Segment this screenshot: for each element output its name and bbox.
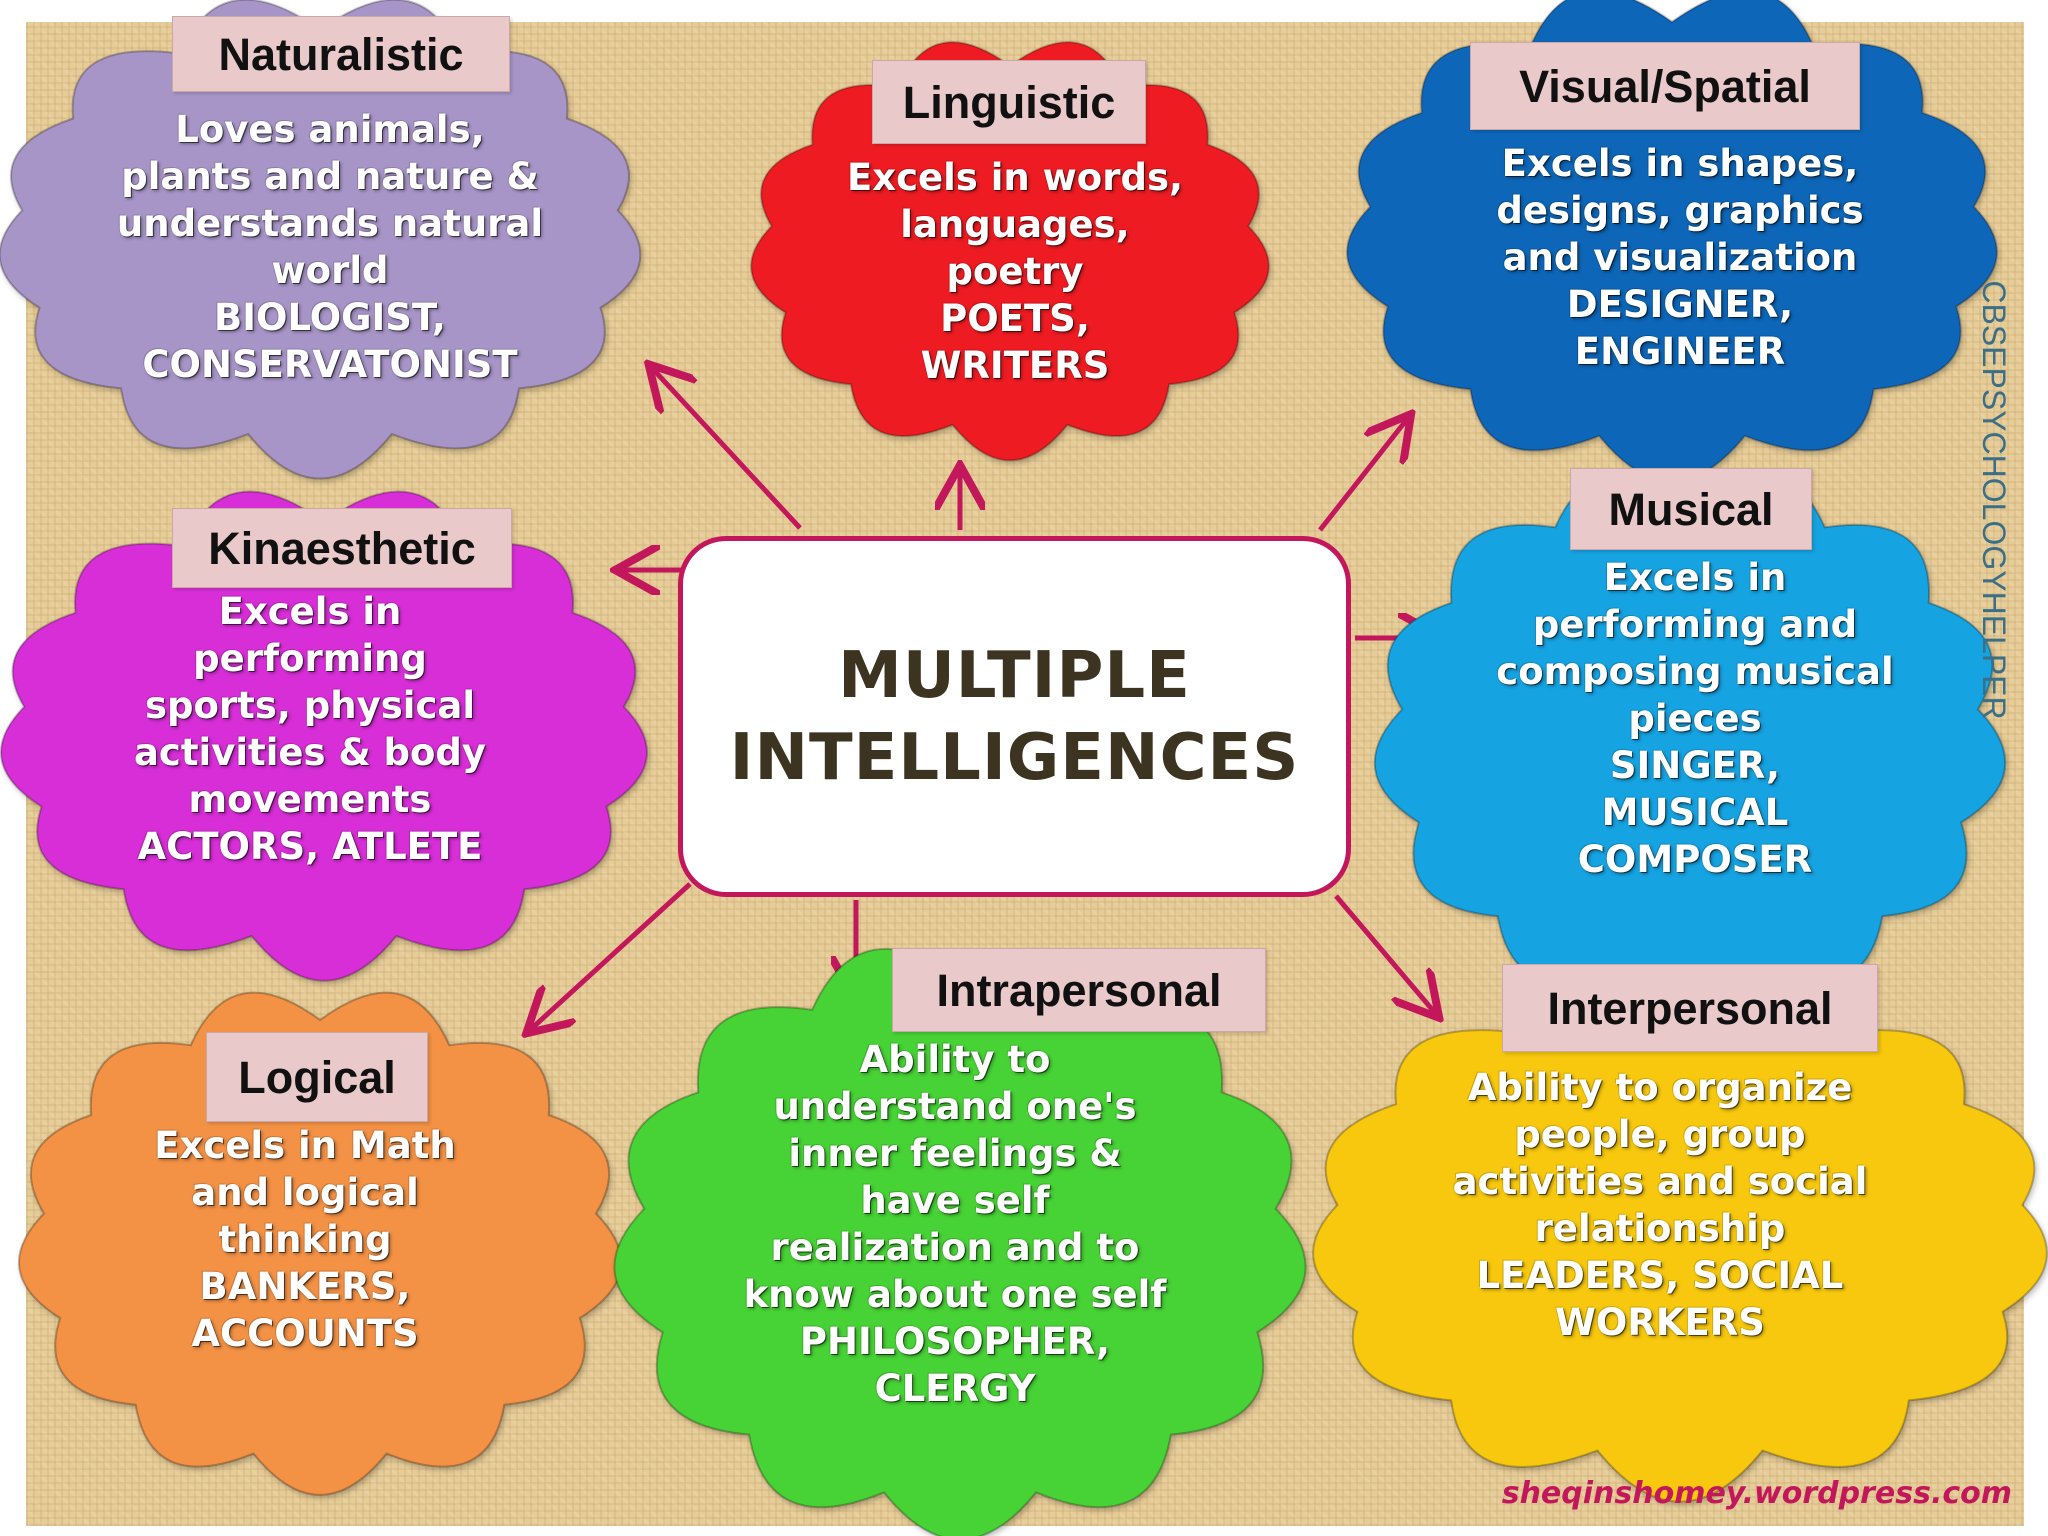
logical-cloud: [17, 991, 623, 1496]
bottom-watermark: sheqinshomey.wordpress.com: [1501, 1476, 2012, 1511]
linguistic-label: Linguistic: [872, 60, 1146, 144]
visual-spatial-line-5: ENGINEER: [1574, 330, 1786, 373]
naturalistic-description: Loves animals, plants and nature & under…: [110, 106, 550, 388]
musical-line-5: SINGER,: [1609, 744, 1781, 787]
interpersonal-line-2: people, group: [1514, 1113, 1806, 1156]
interpersonal-description: Ability to organize people, group activi…: [1430, 1064, 1890, 1346]
naturalistic-label: Naturalistic: [172, 16, 510, 92]
visual-spatial-line-1: Excels in shapes,: [1501, 142, 1859, 185]
kinaesthetic-line-6: ACTORS, ATLETE: [137, 825, 483, 868]
kinaesthetic-cloud: [0, 490, 648, 982]
musical-line-3: composing musical: [1496, 650, 1894, 693]
naturalistic-line-4: world: [271, 249, 389, 292]
logical-description: Excels in Math and logical thinking BANK…: [110, 1122, 500, 1357]
arrow-to-logical: [530, 882, 692, 1030]
linguistic-line-4: POETS,: [940, 297, 1090, 340]
interpersonal-line-4: relationship: [1534, 1207, 1786, 1250]
linguistic-line-1: Excels in words,: [846, 156, 1184, 199]
kinaesthetic-line-4: activities & body: [133, 731, 487, 774]
musical-line-6: MUSICAL: [1601, 791, 1789, 834]
intrapersonal-description: Ability to understand one's inner feelin…: [730, 1036, 1180, 1412]
logical-line-1: Excels in Math: [154, 1124, 456, 1167]
interpersonal-line-3: activities and social: [1452, 1160, 1868, 1203]
musical-line-4: pieces: [1628, 697, 1762, 740]
interpersonal-line-6: WORKERS: [1555, 1301, 1765, 1344]
kinaesthetic-line-2: performing: [193, 637, 427, 680]
intrapersonal-label: Intrapersonal: [892, 948, 1266, 1032]
intrapersonal-line-5: realization and to: [770, 1226, 1140, 1269]
central-title-line-1: MULTIPLE: [838, 638, 1191, 713]
arrow-to-interpersonal: [1334, 894, 1436, 1014]
naturalistic-line-2: plants and nature &: [121, 155, 539, 198]
visual-spatial-description: Excels in shapes, designs, graphics and …: [1455, 140, 1905, 375]
kinaesthetic-line-1: Excels in: [218, 590, 402, 633]
intrapersonal-line-7: PHILOSOPHER,: [799, 1320, 1111, 1363]
interpersonal-line-5: LEADERS, SOCIAL: [1476, 1254, 1844, 1297]
naturalistic-cloud: [0, 0, 642, 480]
linguistic-description: Excels in words, languages, poetry POETS…: [820, 154, 1210, 389]
side-watermark: CBSEPSYCHOLOGYHELPER: [1975, 280, 2012, 719]
logical-line-3: thinking: [218, 1218, 392, 1261]
visual-spatial-line-3: and visualization: [1502, 236, 1858, 279]
naturalistic-line-3: understands natural: [116, 202, 544, 245]
naturalistic-line-6: CONSERVATONIST: [142, 343, 518, 386]
arrow-to-visual-spatial: [1318, 418, 1408, 532]
interpersonal-line-1: Ability to organize: [1467, 1066, 1853, 1109]
linguistic-cloud: [750, 41, 1270, 462]
linguistic-line-5: WRITERS: [920, 344, 1110, 387]
musical-line-7: COMPOSER: [1577, 838, 1813, 881]
naturalistic-line-5: BIOLOGIST,: [214, 296, 446, 339]
arrow-to-naturalistic: [652, 368, 802, 530]
central-topic-box: MULTIPLE INTELLIGENCES: [678, 536, 1351, 897]
intrapersonal-line-4: have self: [860, 1179, 1050, 1222]
logical-label: Logical: [206, 1032, 428, 1122]
linguistic-line-3: poetry: [946, 250, 1084, 293]
linguistic-line-2: languages,: [900, 203, 1130, 246]
musical-line-1: Excels in: [1603, 556, 1787, 599]
intrapersonal-line-2: understand one's: [773, 1085, 1137, 1128]
intrapersonal-cloud: [613, 947, 1307, 1536]
intrapersonal-line-8: CLERGY: [874, 1367, 1036, 1410]
kinaesthetic-line-5: movements: [188, 778, 432, 821]
interpersonal-cloud: [1312, 970, 2048, 1503]
logical-line-4: BANKERS,: [199, 1265, 411, 1308]
intrapersonal-line-3: inner feelings &: [788, 1132, 1122, 1175]
visual-spatial-label: Visual/Spatial: [1470, 42, 1860, 130]
intrapersonal-line-6: know about one self: [743, 1273, 1167, 1316]
kinaesthetic-line-3: sports, physical: [144, 684, 476, 727]
musical-description: Excels in performing and composing music…: [1460, 554, 1930, 883]
central-title-line-2: INTELLIGENCES: [729, 720, 1300, 795]
visual-spatial-line-4: DESIGNER,: [1566, 283, 1794, 326]
kinaesthetic-description: Excels in performing sports, physical ac…: [100, 588, 520, 870]
logical-line-2: and logical: [191, 1171, 419, 1214]
intrapersonal-line-1: Ability to: [859, 1038, 1051, 1081]
interpersonal-label: Interpersonal: [1502, 964, 1878, 1052]
naturalistic-line-1: Loves animals,: [175, 108, 485, 151]
side-watermark-text: CBSEPSYCHOLOGYHELPER: [1976, 280, 2012, 720]
musical-label: Musical: [1570, 468, 1812, 550]
kinaesthetic-label: Kinaesthetic: [172, 508, 512, 588]
musical-line-2: performing and: [1532, 603, 1858, 646]
logical-line-5: ACCOUNTS: [191, 1312, 419, 1355]
visual-spatial-line-2: designs, graphics: [1496, 189, 1864, 232]
